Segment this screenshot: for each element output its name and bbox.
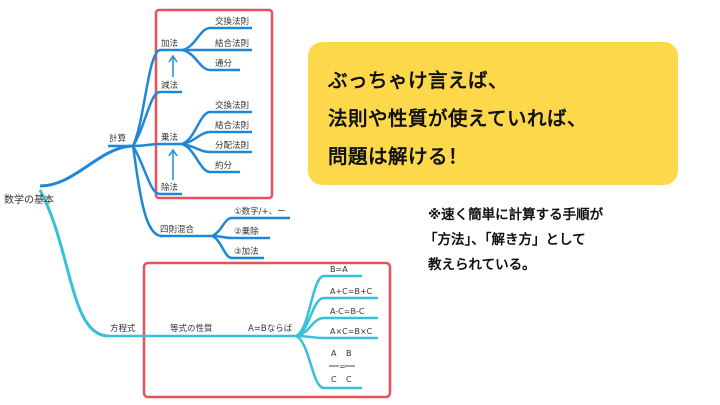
callout-line-2: 法則や性質が使えていれば、	[328, 107, 588, 130]
edge-calc-add	[131, 48, 161, 147]
edge-calc-sub	[131, 90, 161, 147]
arrow-sub-to-add-head	[168, 54, 178, 63]
node-sub-label: 減法	[161, 80, 178, 91]
edge-calc-mul	[132, 142, 161, 148]
node-mixed-child-1: ①数字/+、ー	[234, 206, 286, 217]
fraction-equals: =	[339, 362, 346, 371]
edge-mixed-child-3	[211, 234, 233, 260]
note-line-1: ※速く簡単に計算する手順が	[428, 207, 604, 223]
note-line-3: 教えられている。	[428, 257, 536, 273]
node-add-child-1: 交換法則	[215, 16, 249, 27]
callout-line-3: 問題は解ける！	[328, 145, 469, 168]
edge-add-child-3	[181, 48, 211, 72]
edge-mixed-child-1	[211, 216, 233, 238]
callout-line-1: ぶっちゃけ言えば、	[328, 69, 509, 92]
node-result-3: A-C=B-C	[330, 307, 365, 316]
fraction-num-b: B	[346, 349, 352, 358]
node-add-label: 加法	[161, 38, 178, 49]
node-add-child-3: 通分	[215, 58, 233, 69]
arrow-div-to-mul-head	[168, 148, 178, 157]
highlight-box-equation	[142, 261, 392, 399]
edge-add-child-1	[181, 26, 211, 52]
node-result-2: A+C=B+C	[330, 287, 373, 296]
node-equation-label: 方程式	[110, 323, 136, 334]
node-add-child-2: 結合法則	[215, 38, 249, 49]
node-mixed-child-2: ②乗除	[234, 226, 259, 237]
node-result-1: B=A	[330, 265, 348, 274]
node-mul-child-1: 交換法則	[215, 100, 249, 111]
edge-root-calc	[39, 144, 133, 188]
edge-cond-child-4	[295, 334, 325, 340]
node-mul-child-3: 分配法則	[215, 140, 249, 151]
fraction-den-a: C	[331, 375, 337, 384]
edge-mul-child-4	[181, 142, 211, 174]
edge-mul-child-2	[181, 130, 211, 146]
root-label: 数学の基本	[4, 193, 54, 206]
node-div-label: 除法	[161, 182, 178, 193]
edge-root-equation	[38, 189, 109, 338]
node-mul-label: 乗法	[161, 132, 178, 143]
highlight-box-calc	[154, 8, 274, 200]
node-mul-child-2: 結合法則	[215, 120, 249, 131]
edge-calc-div	[131, 145, 161, 196]
node-property-label: 等式の性質	[170, 323, 213, 334]
fraction-den-b: C	[346, 375, 352, 384]
edge-cond-child-5	[295, 334, 325, 390]
node-mixed-label: 四則混合	[160, 224, 195, 235]
fraction-num-a: A	[331, 349, 337, 358]
edge-calc-mixed	[131, 145, 163, 238]
note-line-2: 「方法」、「解き方」として	[424, 232, 586, 248]
node-mixed-child-3: ③加法	[234, 246, 259, 257]
callout-box: ぶっちゃけ言えば、 法則や性質が使えていれば、 問題は解ける！	[308, 42, 678, 185]
node-result-4: A×C=B×C	[330, 327, 373, 336]
node-condition-label: A=Bならば	[248, 324, 293, 334]
node-mul-child-4: 約分	[215, 160, 233, 171]
node-calc-label: 計算	[109, 133, 127, 144]
